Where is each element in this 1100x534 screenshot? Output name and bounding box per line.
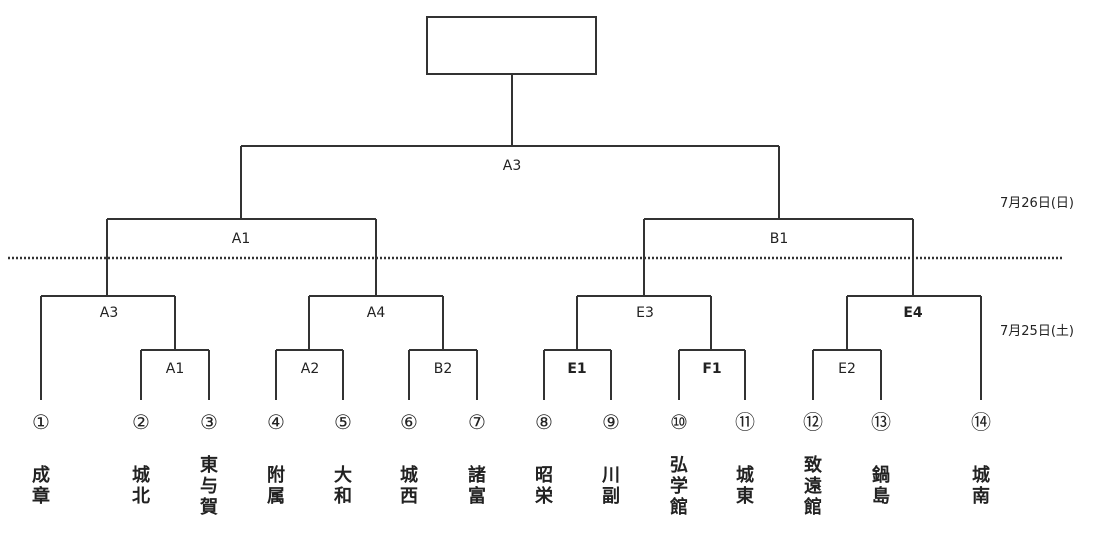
qf3-venue-label: E3 [636, 305, 654, 321]
team-name-4: 附属 [267, 465, 285, 507]
r1-e-venue-label: F1 [702, 361, 722, 377]
qf4-venue-label: E4 [903, 305, 923, 321]
team-name-7: 諸富 [468, 465, 486, 507]
r1-a-bracket [140, 349, 210, 400]
semi-right-venue-label: B1 [769, 231, 789, 247]
team-name-3: 東与賀 [200, 455, 218, 518]
r1-d-venue-label: E1 [567, 361, 587, 377]
seed-10: ⑩ [670, 410, 688, 434]
qf3-bracket [576, 295, 712, 350]
seed-12: ⑫ [803, 410, 823, 434]
r1-e-bracket [678, 349, 746, 400]
team-name-6: 城西 [400, 465, 418, 507]
date-label-day1: 7月25日(土) [1000, 324, 1074, 339]
final-venue-label: A3 [502, 158, 522, 174]
seed-14: ⑭ [971, 410, 991, 434]
r1-a-venue-label: A1 [165, 361, 185, 377]
r1-d-bracket [543, 349, 612, 400]
qf2-bracket [308, 295, 444, 350]
seed-6: ⑥ [400, 410, 418, 434]
r1-c-venue-label: B2 [433, 361, 453, 377]
r1-f-bracket [812, 349, 882, 400]
team-name-8: 昭栄 [535, 465, 553, 507]
team-name-13: 鍋島 [872, 465, 890, 507]
r1-b-venue-label: A2 [300, 361, 320, 377]
date-label-day2: 7月26日(日) [1000, 196, 1074, 211]
seed-1: ① [32, 410, 50, 434]
qf1-bracket [40, 295, 176, 400]
seed-11: ⑪ [735, 410, 755, 434]
team-name-5: 大和 [334, 465, 352, 507]
r1-f-venue-label: E2 [838, 361, 856, 377]
semi-left-venue-label: A1 [231, 231, 251, 247]
seed-5: ⑤ [334, 410, 352, 434]
seed-7: ⑦ [468, 410, 486, 434]
seed-13: ⑬ [871, 410, 891, 434]
r1-b-bracket [275, 349, 344, 400]
team-name-14: 城南 [972, 465, 990, 507]
team-name-1: 成章 [32, 465, 50, 507]
seed-8: ⑧ [535, 410, 553, 434]
seed-9: ⑨ [602, 410, 620, 434]
r1-c-bracket [408, 349, 478, 400]
seed-3: ③ [200, 410, 218, 434]
champion-box [426, 16, 597, 75]
seed-4: ④ [267, 410, 285, 434]
team-name-9: 川副 [602, 465, 620, 507]
qf1-venue-label: A3 [99, 305, 119, 321]
team-name-11: 城東 [736, 465, 754, 507]
seed-2: ② [132, 410, 150, 434]
qf4-bracket [846, 295, 982, 400]
final-bracket [240, 74, 780, 219]
qf2-venue-label: A4 [366, 305, 386, 321]
team-name-10: 弘学館 [670, 455, 688, 518]
team-name-2: 城北 [132, 465, 150, 507]
team-name-12: 致遠館 [804, 455, 822, 518]
